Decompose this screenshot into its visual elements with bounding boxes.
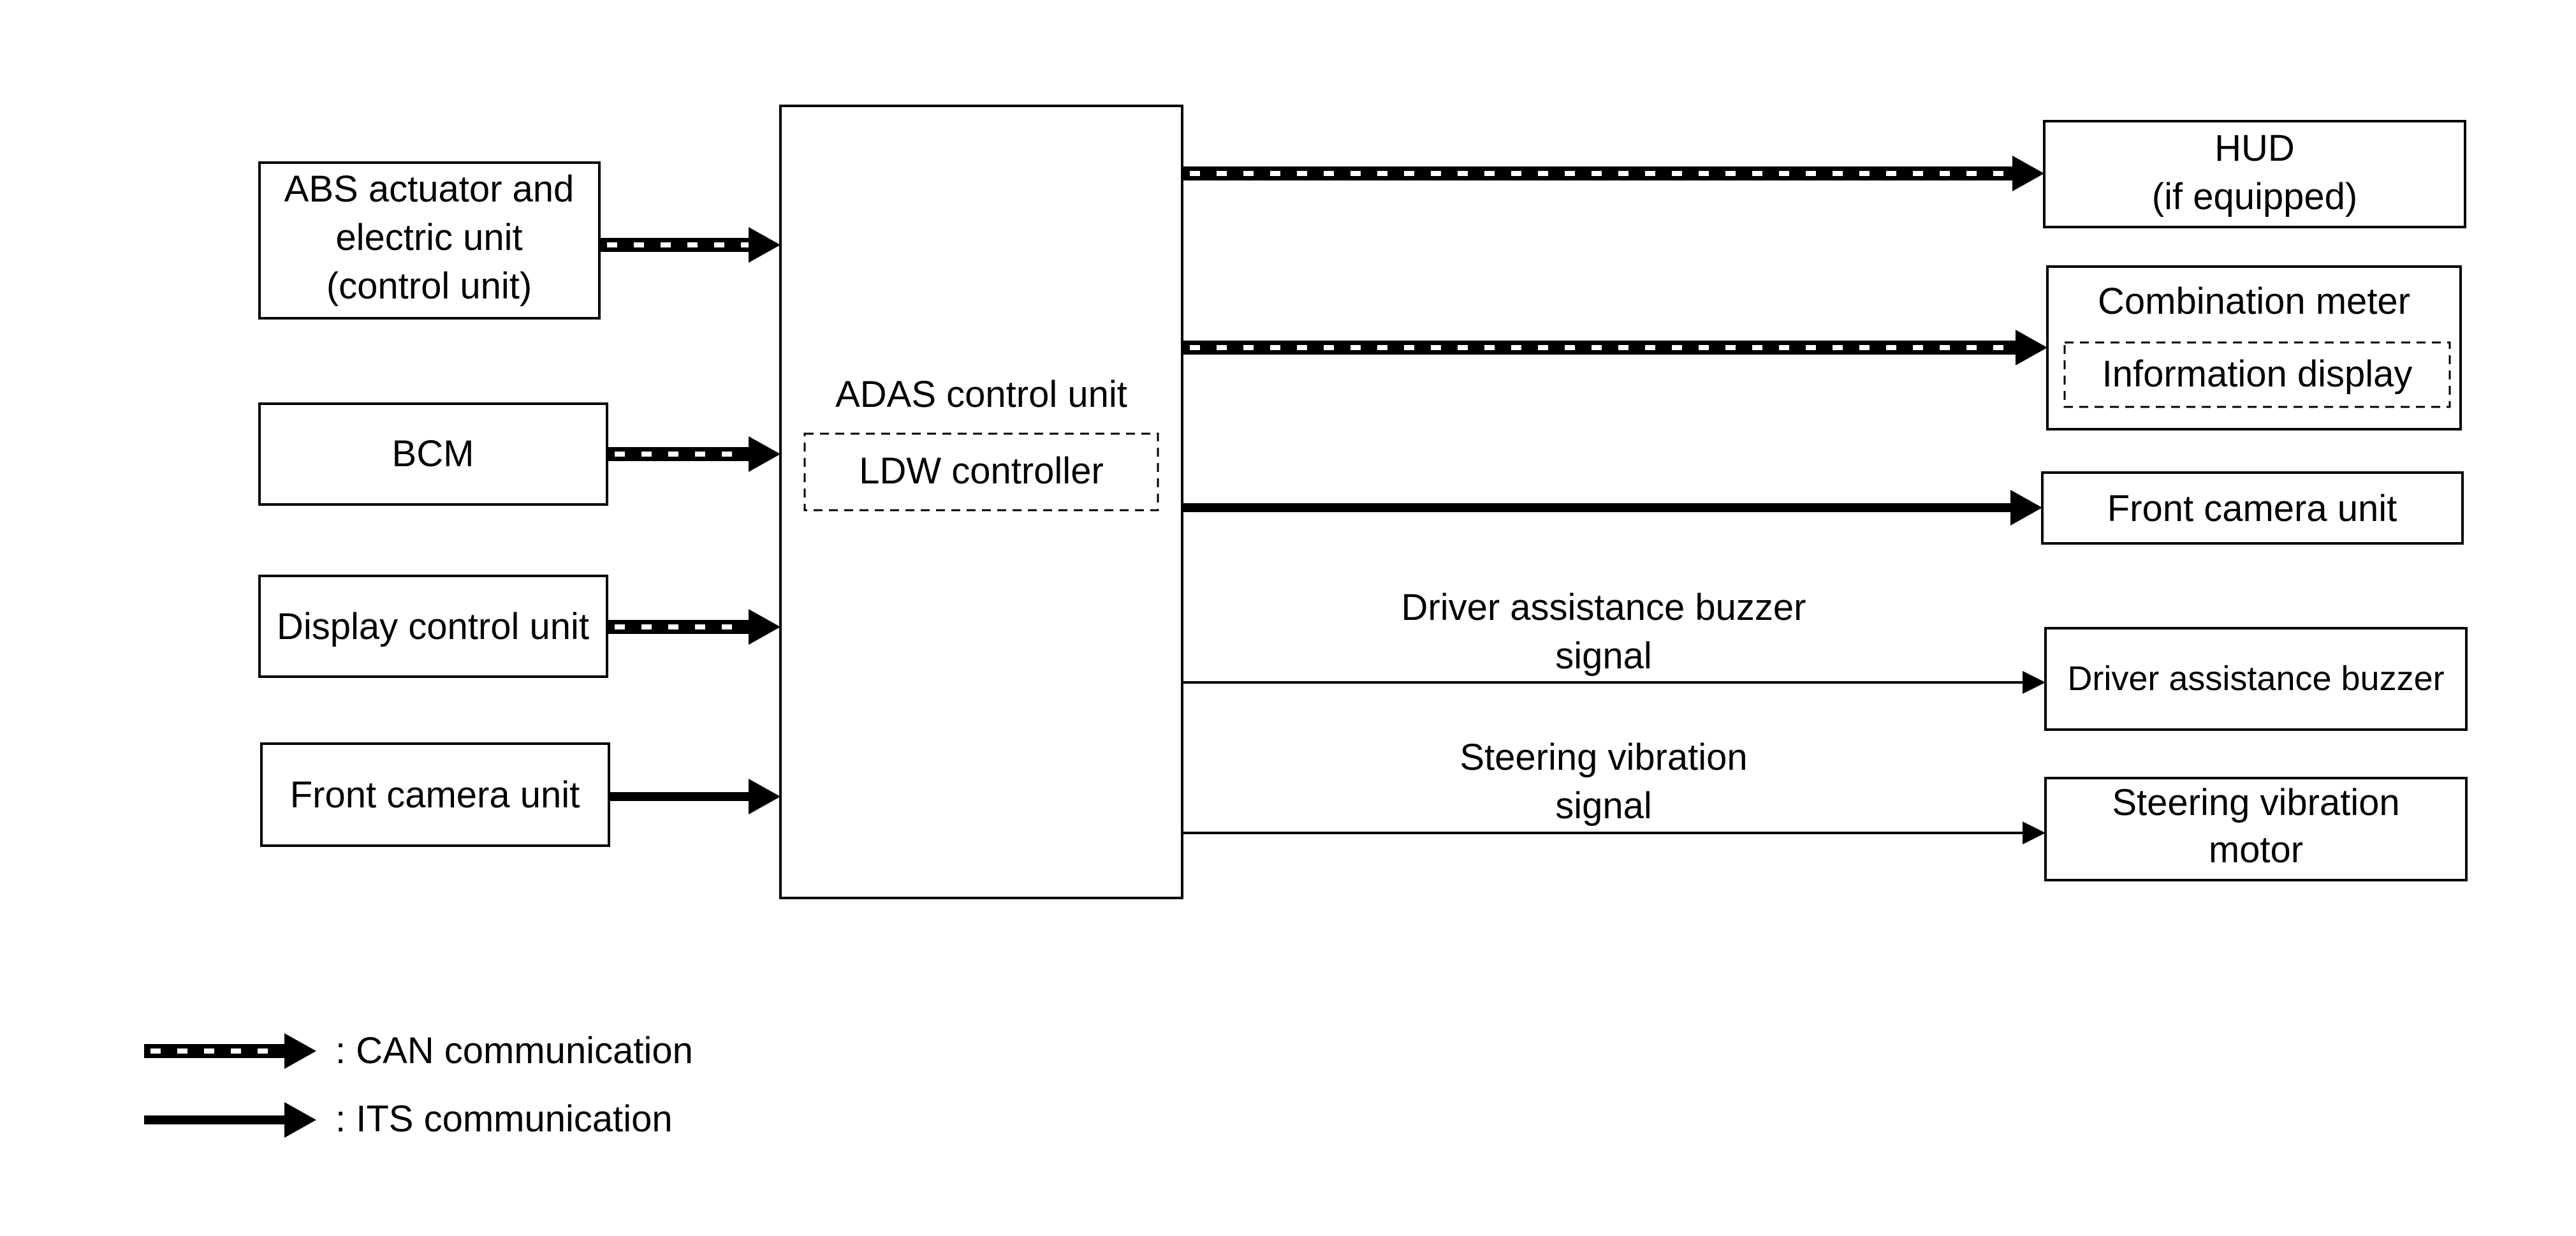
buzzer-signal-label-line2: signal [1555,635,1652,677]
steering-motor-label-line1: Steering vibration [2112,782,2399,823]
combination-meter-box: Combination meter Information display [2046,265,2462,430]
steering-vibration-motor-box: Steering vibration motor [2044,777,2468,881]
bcm-box: BCM [258,402,608,506]
legend-its-symbol [144,1102,316,1138]
abs-label-line2: electric unit [335,217,522,258]
legend: : CAN communication : ITS communication [144,1030,693,1140]
combination-meter-label: Combination meter [2098,281,2410,322]
its-arrow-front-camera-input [610,779,780,814]
legend-can-symbol [144,1033,316,1069]
driver-assistance-buzzer-label: Driver assistance buzzer [2067,659,2444,698]
can-arrow-hud [1183,156,2044,191]
can-arrow-display [608,609,780,645]
steering-signal-label-line2: signal [1555,785,1652,827]
abs-label-line1: ABS actuator and [284,168,574,210]
steering-signal-arrow [1183,821,2045,844]
front-camera-input-label: Front camera unit [290,774,580,816]
can-arrow-combination-meter [1183,330,2047,365]
abs-actuator-box: ABS actuator and electric unit (control … [258,161,601,320]
ldw-controller-box [803,432,1159,511]
abs-label-line3: (control unit) [326,265,532,307]
driver-assistance-buzzer-box: Driver assistance buzzer [2044,627,2468,731]
display-control-unit-label: Display control unit [277,606,589,647]
its-arrow-front-camera-output [1183,490,2042,526]
steering-signal-label-line1: Steering vibration [1460,737,1747,778]
hud-label-line1: HUD [2214,128,2295,169]
can-arrow-bcm [608,436,780,472]
hud-box: HUD (if equipped) [2043,120,2466,228]
front-camera-input-box: Front camera unit [260,742,610,847]
adas-control-unit-label: ADAS control unit [835,374,1127,415]
display-control-unit-box: Display control unit [258,575,608,678]
information-display-label: Information display [2102,353,2413,395]
hud-label-line2: (if equipped) [2152,176,2357,217]
information-display-box [2063,341,2451,408]
adas-control-unit-box: ADAS control unit LDW controller [779,105,1183,899]
legend-can-label: : CAN communication [335,1030,693,1071]
bcm-label: BCM [392,433,474,475]
buzzer-signal-arrow [1183,671,2045,694]
front-camera-output-box: Front camera unit [2041,471,2464,545]
front-camera-output-label: Front camera unit [2107,488,2397,529]
buzzer-signal-label-line1: Driver assistance buzzer [1401,587,1806,628]
ldw-controller-label: LDW controller [859,450,1104,492]
legend-its-label: : ITS communication [335,1098,673,1140]
steering-motor-label-line2: motor [2209,829,2303,871]
can-arrow-abs [601,227,780,263]
